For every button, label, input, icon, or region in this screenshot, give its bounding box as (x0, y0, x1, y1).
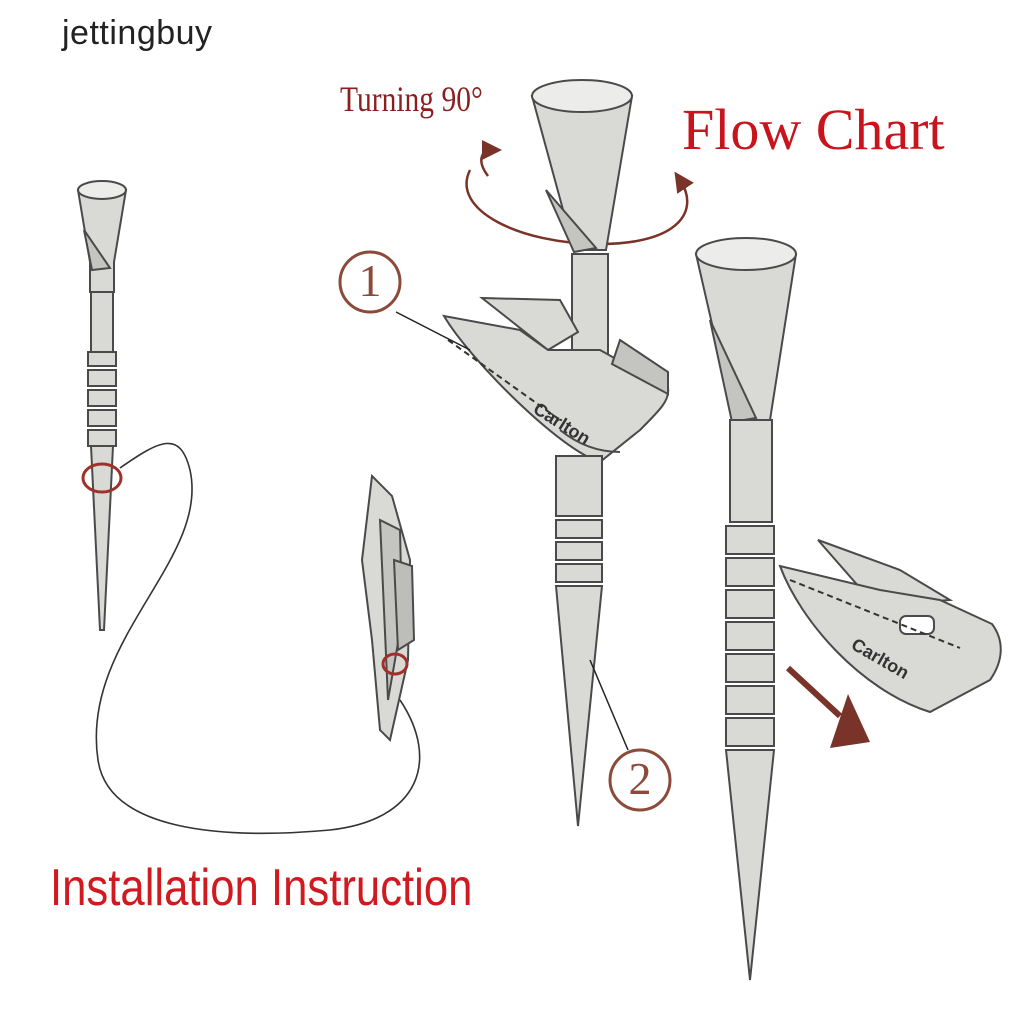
tee-clip-icon (442, 296, 670, 464)
page-title: Flow Chart (682, 97, 945, 162)
string-loop (95, 442, 421, 835)
attach-ring (81, 462, 123, 494)
golf-tee-icon (694, 237, 798, 981)
direction-arrow-icon (785, 665, 870, 748)
step-1-label: 1 (358, 255, 382, 306)
attach-ring-clip (381, 652, 409, 676)
turning-label: Turning 90° (340, 79, 483, 119)
tee-clip-icon (778, 539, 1002, 714)
step-2-label: 2 (628, 753, 652, 804)
clip-guide-line (447, 339, 561, 421)
tee-clip-icon (360, 473, 416, 742)
installation-caption: Installation Instruction (50, 859, 473, 917)
golf-tee-icon (76, 180, 128, 631)
watermark: jettingbuy (62, 14, 213, 52)
golf-tee-icon (530, 79, 634, 389)
step-1-marker (338, 250, 471, 351)
golf-tee-icon (554, 455, 604, 827)
clip-guide-line (789, 579, 961, 649)
step-2-marker (589, 659, 672, 812)
